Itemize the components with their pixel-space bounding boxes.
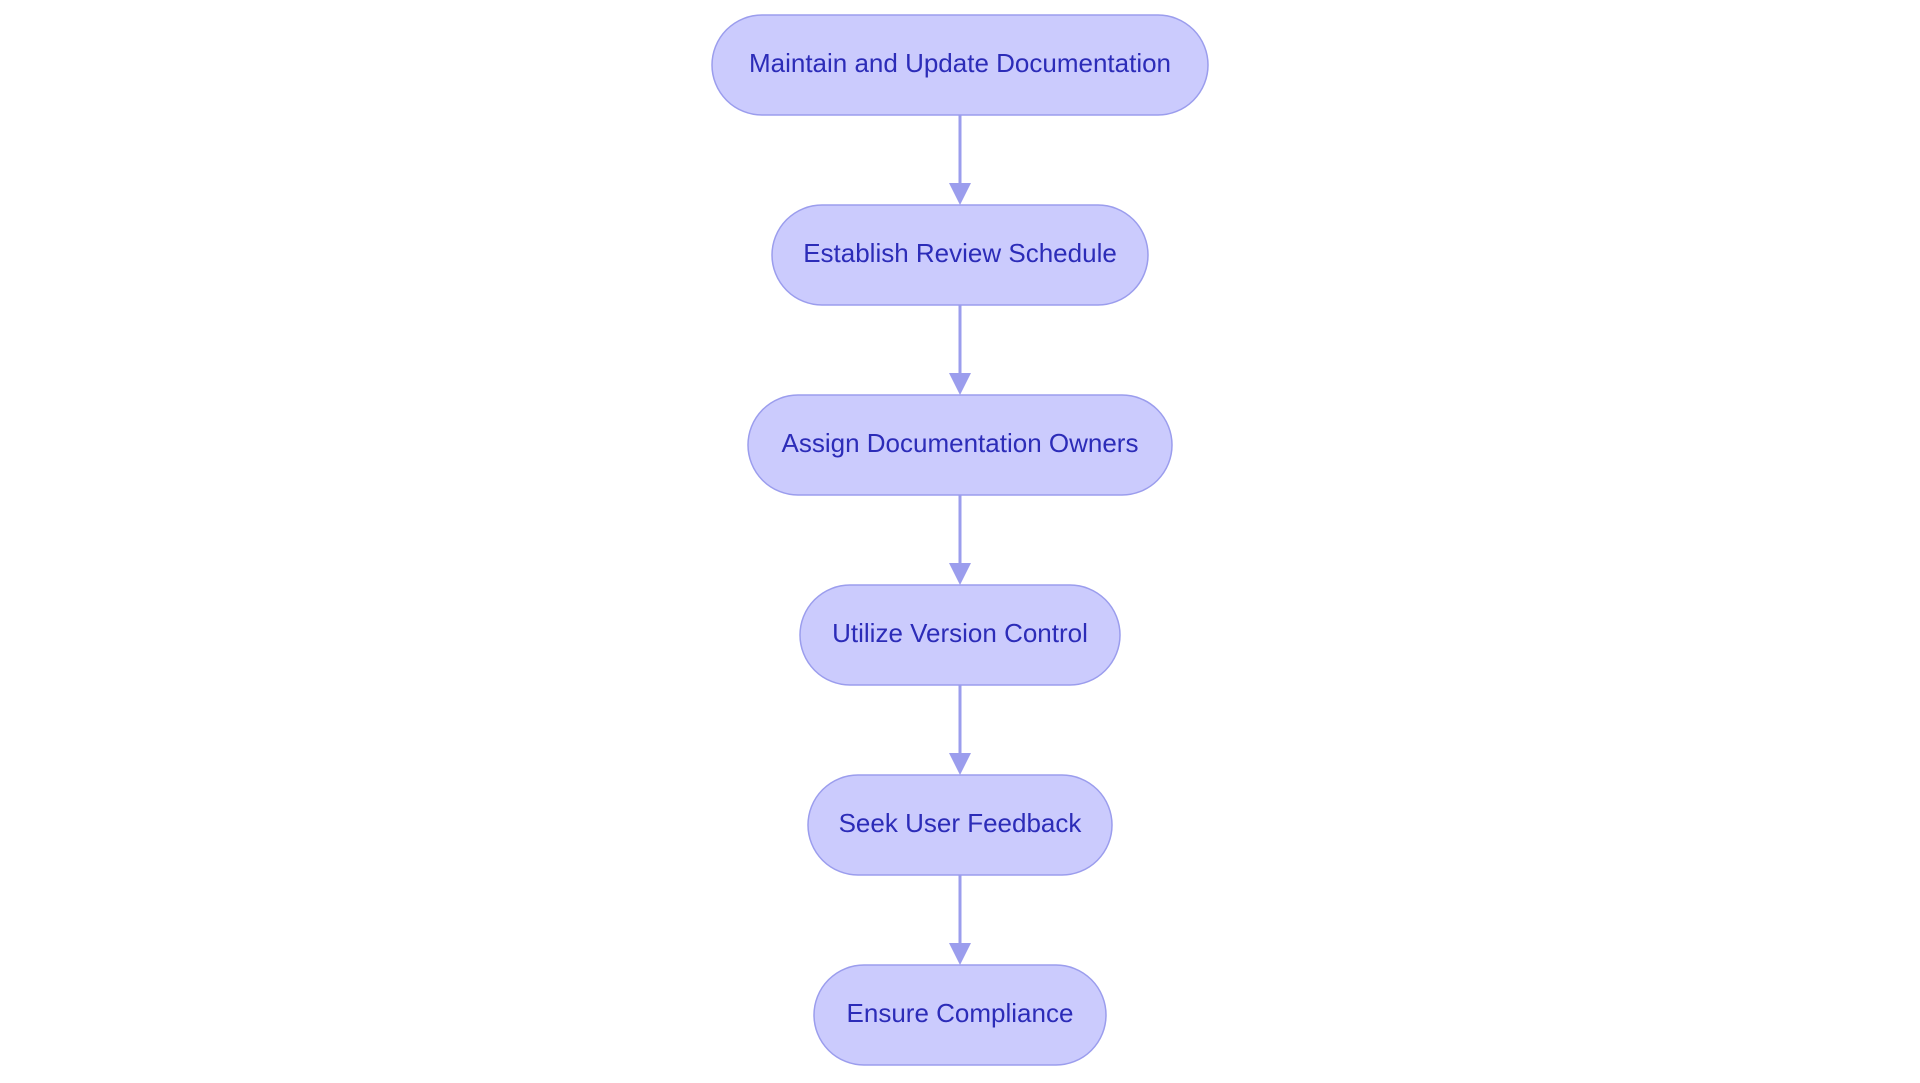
node-utilize-version-control: Utilize Version Control xyxy=(799,584,1121,686)
node-maintain-and-update-documentation: Maintain and Update Documentation xyxy=(711,14,1209,116)
node-assign-documentation-owners: Assign Documentation Owners xyxy=(747,394,1173,496)
edge-n2-n3 xyxy=(949,305,971,395)
node-label: Assign Documentation Owners xyxy=(782,428,1139,458)
edge-n5-n6 xyxy=(949,875,971,965)
node-label: Seek User Feedback xyxy=(839,808,1083,838)
node-label: Maintain and Update Documentation xyxy=(749,48,1171,78)
edge-n3-n4 xyxy=(949,495,971,585)
node-ensure-compliance: Ensure Compliance xyxy=(813,964,1107,1066)
node-establish-review-schedule: Establish Review Schedule xyxy=(771,204,1149,306)
node-seek-user-feedback: Seek User Feedback xyxy=(807,774,1113,876)
node-label: Establish Review Schedule xyxy=(803,238,1117,268)
node-label: Ensure Compliance xyxy=(847,998,1074,1028)
node-label: Utilize Version Control xyxy=(832,618,1088,648)
edge-n1-n2 xyxy=(949,115,971,205)
edge-n4-n5 xyxy=(949,685,971,775)
